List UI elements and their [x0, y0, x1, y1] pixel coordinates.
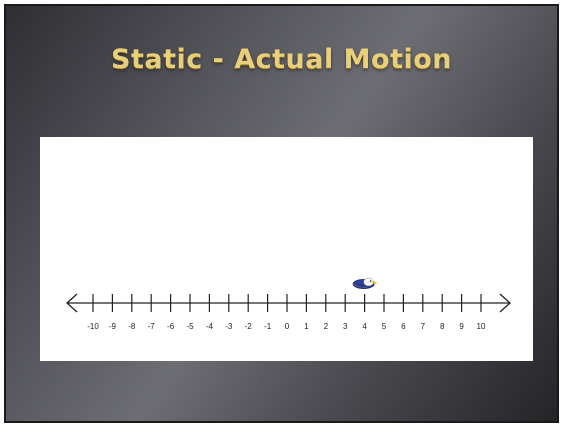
tick-label: 6 — [401, 322, 406, 331]
tick-label: -5 — [186, 322, 194, 331]
left-arrow-icon — [66, 293, 78, 313]
slide: Static - Actual Motion -10-9-8-7-6-5-4-3… — [4, 4, 559, 423]
eagle-icon — [352, 277, 378, 289]
tick-label: 2 — [324, 322, 329, 331]
tick-label: -4 — [206, 322, 214, 331]
tick-label: -2 — [245, 322, 253, 331]
tick-label: 7 — [421, 322, 426, 331]
tick-label: -1 — [264, 322, 272, 331]
tick-label: 4 — [362, 322, 367, 331]
tick-label: -8 — [128, 322, 136, 331]
tick-label: 8 — [440, 322, 445, 331]
slide-title: Static - Actual Motion — [111, 44, 452, 75]
tick-label: -9 — [109, 322, 117, 331]
tick-label: 0 — [285, 322, 290, 331]
tick-label: 9 — [459, 322, 464, 331]
tick-label: -3 — [225, 322, 233, 331]
tick-label: 3 — [343, 322, 348, 331]
tick-label: -6 — [167, 322, 175, 331]
tick-label: 1 — [304, 322, 309, 331]
tick-label: 5 — [382, 322, 387, 331]
tick-label: -7 — [148, 322, 156, 331]
tick-label: -10 — [87, 322, 99, 331]
tick-label: 10 — [477, 322, 486, 331]
right-arrow-icon — [499, 293, 511, 313]
